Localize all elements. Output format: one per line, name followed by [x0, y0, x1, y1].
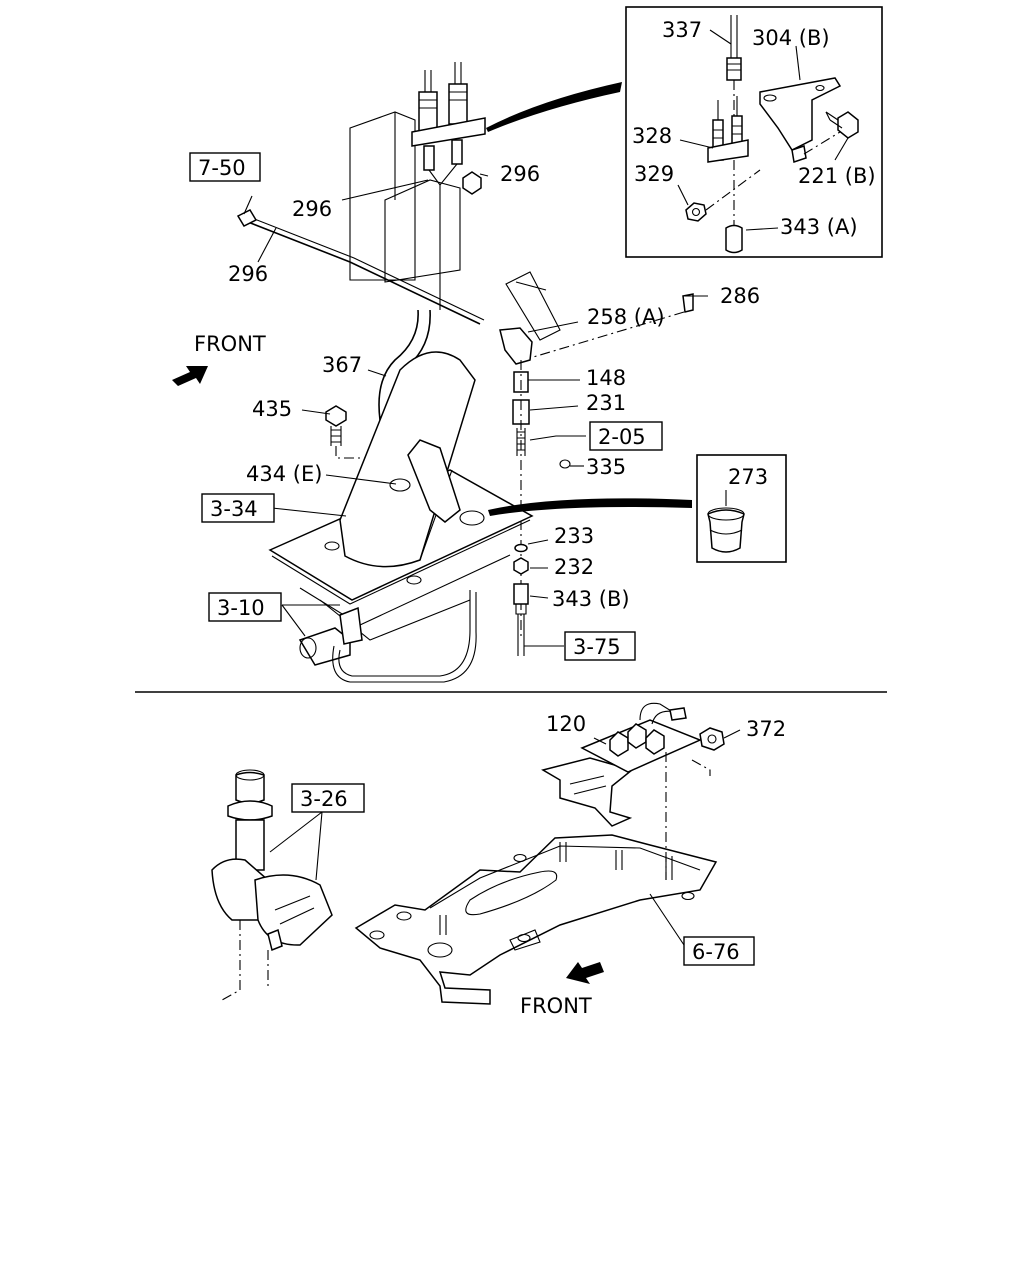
label-304b: 304 (B) — [752, 26, 830, 50]
ref-3-34: 3-34 — [210, 497, 258, 521]
label-296-middle: 296 — [292, 197, 332, 221]
reference-boxes-top: 7-50 2-05 3-34 3-10 3-75 — [189, 152, 663, 661]
label-221b: 221 (B) — [798, 164, 876, 188]
label-120: 120 — [546, 712, 586, 736]
label-148: 148 — [586, 366, 626, 390]
label-434e: 434 (E) — [246, 462, 322, 486]
label-233: 233 — [554, 524, 594, 548]
ref-box-3-26 — [291, 783, 365, 813]
detail-inset: 337 304 (B) 328 329 221 (B) 343 (A) — [625, 6, 883, 258]
label-337: 337 — [662, 18, 702, 42]
label-232: 232 — [554, 555, 594, 579]
inset-pointer-arrow-273 — [488, 498, 692, 516]
bottom-assembly: 120 372 — [211, 702, 786, 1005]
label-329: 329 — [634, 162, 674, 186]
ref-6-76: 6-76 — [692, 940, 740, 964]
ref-3-75: 3-75 — [573, 635, 621, 659]
label-328: 328 — [632, 124, 672, 148]
top-assembly: 296 296 296 286 258 (A) 148 231 335 367 … — [228, 62, 787, 683]
label-273: 273 — [728, 465, 768, 489]
ref-3-10: 3-10 — [217, 596, 265, 620]
label-286: 286 — [720, 284, 760, 308]
label-435: 435 — [252, 397, 292, 421]
front-label-bottom: FRONT — [520, 994, 592, 1018]
front-indicator-top: FRONT — [172, 332, 266, 386]
label-343b: 343 (B) — [552, 587, 630, 611]
ref-box-7-50 — [189, 152, 261, 182]
front-indicator-bottom: FRONT — [520, 962, 604, 1018]
label-372: 372 — [746, 717, 786, 741]
label-231: 231 — [586, 391, 626, 415]
label-367: 367 — [322, 353, 362, 377]
ref-box-2-05 — [589, 421, 663, 451]
ref-box-3-75 — [564, 631, 636, 661]
ref-box-3-10 — [208, 592, 282, 622]
ref-box-3-34 — [201, 493, 275, 523]
front-arrow-bottom-icon — [566, 962, 604, 984]
ref-box-6-76 — [683, 936, 755, 966]
label-335: 335 — [586, 455, 626, 479]
label-296-lower: 296 — [228, 262, 268, 286]
ref-3-26: 3-26 — [300, 787, 348, 811]
label-343a: 343 (A) — [780, 215, 858, 239]
ref-2-05: 2-05 — [598, 425, 646, 449]
reference-boxes-bottom: 3-26 6-76 — [291, 783, 755, 966]
label-258a: 258 (A) — [587, 305, 665, 329]
ref-7-50: 7-50 — [198, 156, 246, 180]
inset-pointer-arrow — [486, 82, 622, 132]
label-296-upper: 296 — [500, 162, 540, 186]
front-arrow-top-icon — [172, 366, 208, 386]
front-label-top: FRONT — [194, 332, 266, 356]
